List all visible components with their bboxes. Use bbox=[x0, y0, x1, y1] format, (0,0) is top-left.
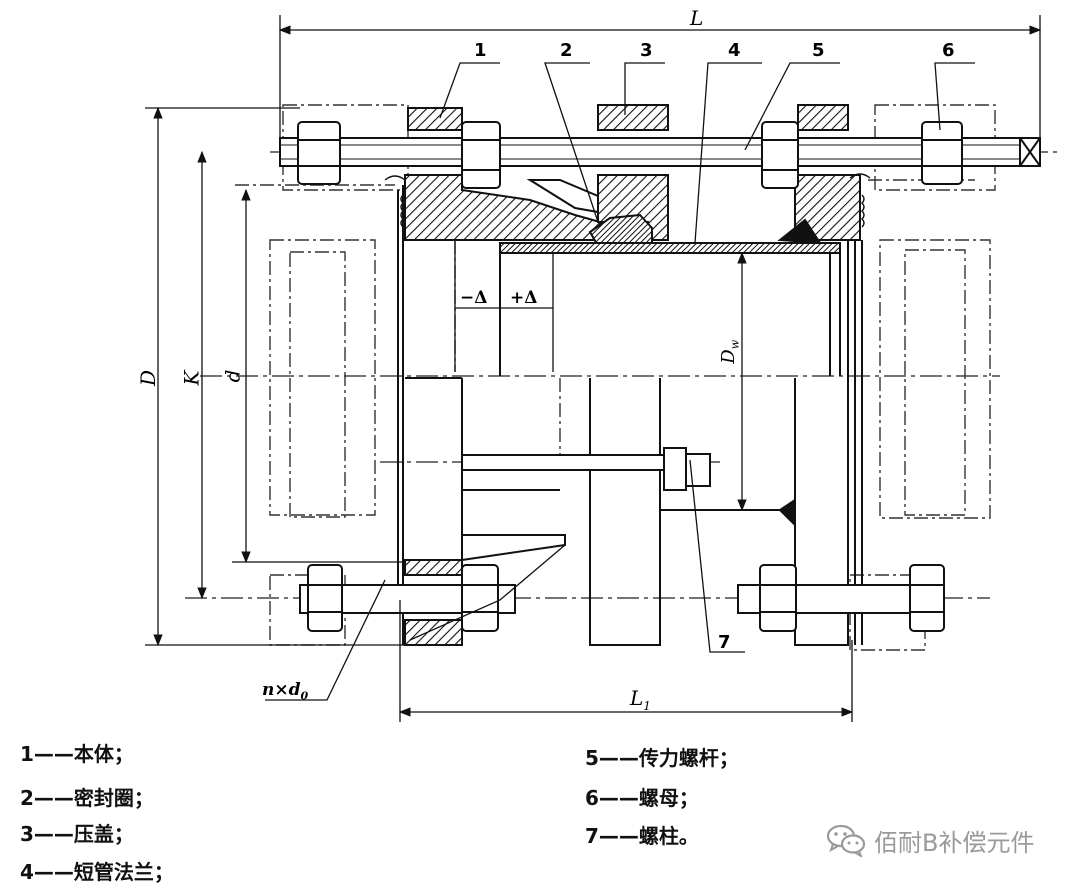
watermark: 佰耐B补偿元件 bbox=[826, 818, 1034, 862]
dim-Dw-label: Dw bbox=[718, 340, 742, 364]
plus-delta-label: +Δ bbox=[510, 288, 538, 308]
wechat-icon bbox=[826, 824, 866, 857]
dim-K-label: K bbox=[179, 370, 204, 386]
dim-L1-main: L bbox=[630, 686, 644, 710]
watermark-text: 佰耐B补偿元件 bbox=[874, 828, 1035, 857]
legend-item-1: 1——本体； bbox=[20, 742, 134, 766]
legend-item-4: 4——短管法兰； bbox=[20, 860, 174, 884]
minus-delta-label: −Δ bbox=[460, 288, 488, 308]
legend-item-2: 2——密封圈； bbox=[20, 786, 154, 810]
dim-L1-label: L1 bbox=[630, 686, 651, 713]
hole-spec-main: n×d bbox=[262, 680, 301, 700]
callout-4: 4 bbox=[728, 40, 741, 61]
body-walls bbox=[397, 185, 863, 646]
leader-lines bbox=[265, 62, 975, 701]
callout-2: 2 bbox=[560, 40, 573, 61]
callout-6: 6 bbox=[942, 40, 955, 61]
legend-item-7: 7——螺柱。 bbox=[585, 824, 699, 848]
bottom-bolts bbox=[299, 564, 945, 632]
hole-spec-label: n×d0 bbox=[262, 680, 308, 702]
callout-3: 3 bbox=[640, 40, 653, 61]
hole-spec-sub: 0 bbox=[300, 689, 309, 703]
legend-item-5: 5——传力螺杆； bbox=[585, 746, 739, 770]
legend-item-6: 6——螺母； bbox=[585, 786, 699, 810]
dim-D-label: D bbox=[136, 369, 161, 387]
dim-L1-sub: 1 bbox=[643, 699, 651, 713]
weld-beads bbox=[384, 173, 871, 228]
dim-d-label: d bbox=[220, 369, 245, 383]
transmission-screw-part-5 bbox=[279, 137, 1041, 167]
dimension-lines bbox=[145, 15, 1042, 722]
stud-part-7 bbox=[461, 447, 711, 491]
dim-L-label: L bbox=[690, 6, 704, 30]
dim-Dw-sub: w bbox=[728, 339, 742, 350]
dim-Dw-main: D bbox=[718, 349, 740, 364]
legend-item-3: 3——压盖； bbox=[20, 822, 134, 846]
callout-7: 7 bbox=[718, 632, 731, 653]
nuts-part-6 bbox=[297, 121, 963, 189]
callout-5: 5 bbox=[812, 40, 825, 61]
callout-1: 1 bbox=[474, 40, 487, 61]
